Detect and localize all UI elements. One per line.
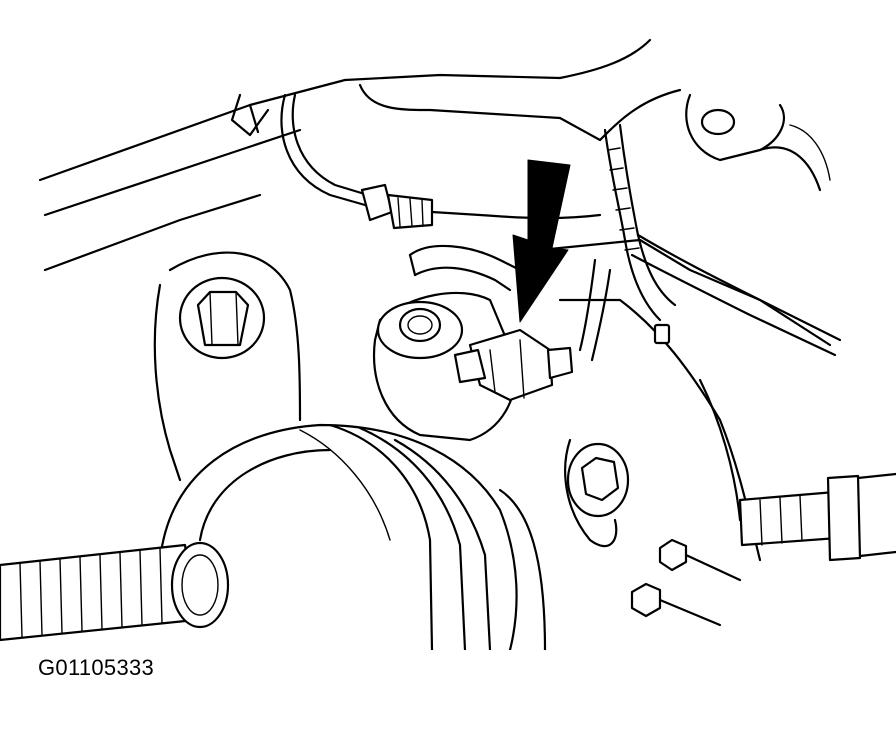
indicator-arrow [512,159,571,323]
upper-right-bracket [685,93,831,192]
mechanical-line-drawing [0,38,896,650]
right-fitting [738,472,896,562]
upper-frame-panel [38,38,682,272]
sensor-body [373,291,517,442]
left-mount-bolt [153,251,302,482]
cv-boot [158,423,547,650]
lower-mount-bolt [564,438,630,548]
splined-shaft [0,541,230,642]
small-nuts [630,538,742,627]
figure-code: G01105333 [38,655,155,680]
brake-line-fitting [280,93,602,230]
electrical-connector [453,328,574,402]
vacuum-hose [408,244,522,292]
